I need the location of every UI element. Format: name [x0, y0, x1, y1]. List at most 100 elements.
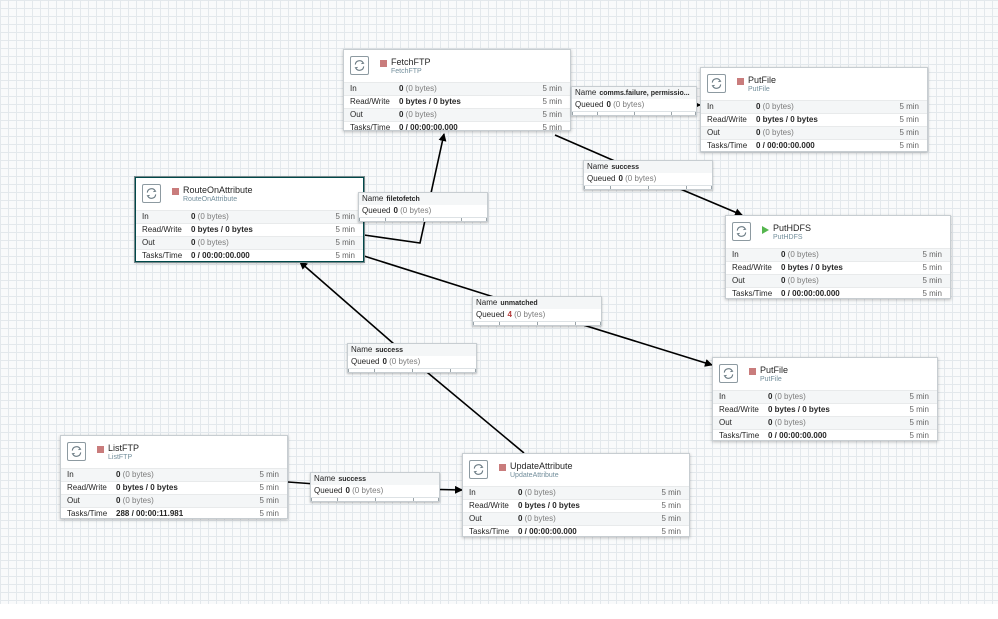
stopped-status-icon	[380, 60, 387, 67]
processor-icon	[67, 442, 86, 461]
stat-value-main: 0	[781, 250, 786, 259]
connection-name-label: Name	[476, 298, 498, 307]
stat-time: 5 min	[909, 431, 929, 440]
queue-bar-tick	[634, 112, 635, 115]
stat-value: 0 (0 bytes)	[116, 469, 154, 481]
stat-value: 0 (0 bytes)	[781, 249, 819, 261]
connection-name-label: Name	[314, 474, 336, 483]
stat-value: 0 (0 bytes)	[518, 487, 556, 499]
processor-name: PutHDFS	[773, 223, 812, 233]
queue-bar-tick	[461, 218, 463, 221]
queue-bar-tick	[648, 186, 649, 189]
stat-value: 0 / 00:00:00.000	[399, 122, 458, 134]
stat-key: Out	[732, 276, 745, 285]
canvas-footer	[0, 604, 998, 619]
connection-name-value: comms.failure, permissio...	[599, 90, 690, 97]
stat-value-sub: (0 bytes)	[760, 102, 794, 111]
stat-time: 5 min	[259, 496, 279, 505]
stat-value-main: 0 / 00:00:00.000	[399, 123, 458, 132]
refresh-icon	[723, 368, 734, 379]
connection-queued-size: (0 bytes)	[511, 310, 546, 319]
stat-time: 5 min	[661, 514, 681, 523]
stat-value-main: 0 / 00:00:00.000	[768, 431, 827, 440]
stat-value-main: 0	[768, 418, 773, 427]
queue-bar-tick	[348, 369, 349, 372]
refresh-icon	[146, 188, 157, 199]
connection-queued-label: Queued	[587, 174, 616, 183]
queue-bar-tick	[438, 498, 439, 501]
stat-key: Read/Write	[719, 405, 759, 414]
stat-value: 0 / 00:00:00.000	[781, 288, 840, 300]
connection-queued-label: Queued	[351, 357, 380, 366]
connection-name-label: Name	[351, 345, 373, 354]
stat-key: Tasks/Time	[719, 431, 760, 440]
stat-value-sub: (0 bytes)	[772, 392, 806, 401]
stat-value-sub: (0 bytes)	[403, 84, 437, 93]
processor-type: UpdateAttribute	[510, 472, 559, 479]
stat-time: 5 min	[542, 84, 562, 93]
stat-value: 0 bytes / 0 bytes	[399, 96, 461, 108]
processor-type: RouteOnAttribute	[183, 196, 238, 203]
queue-bar-tick	[537, 322, 538, 325]
connection-line-filetofetch[interactable]	[363, 133, 447, 244]
stat-key: Tasks/Time	[469, 527, 510, 536]
stat-time: 5 min	[661, 501, 681, 510]
stat-value-sub: (0 bytes)	[772, 418, 806, 427]
processor-name: RouteOnAttribute	[183, 185, 253, 195]
stat-key: Out	[707, 128, 720, 137]
processor-name: PutFile	[748, 75, 777, 85]
stat-value-main: 0	[191, 212, 196, 221]
connection-name-label: Name	[587, 162, 609, 171]
stat-key: Out	[350, 110, 363, 119]
connection-queued-label: Queued	[314, 486, 343, 495]
processor-icon	[719, 364, 738, 383]
connection-queued-value: 0	[393, 206, 398, 215]
stat-value-sub: (0 bytes)	[120, 470, 154, 479]
stat-value-sub: (0 bytes)	[522, 488, 556, 497]
stat-value-main: 0 bytes / 0 bytes	[116, 483, 178, 492]
stat-value: 0 (0 bytes)	[756, 101, 794, 113]
stat-time: 5 min	[335, 212, 355, 221]
stat-value-main: 0	[191, 238, 196, 247]
stat-value-main: 0 bytes / 0 bytes	[768, 405, 830, 414]
queue-bar-tick	[412, 369, 413, 372]
stat-time: 5 min	[922, 250, 942, 259]
queue-bar-tick	[486, 218, 487, 221]
connection-name-label: Name	[575, 88, 597, 97]
refresh-icon	[711, 78, 722, 89]
